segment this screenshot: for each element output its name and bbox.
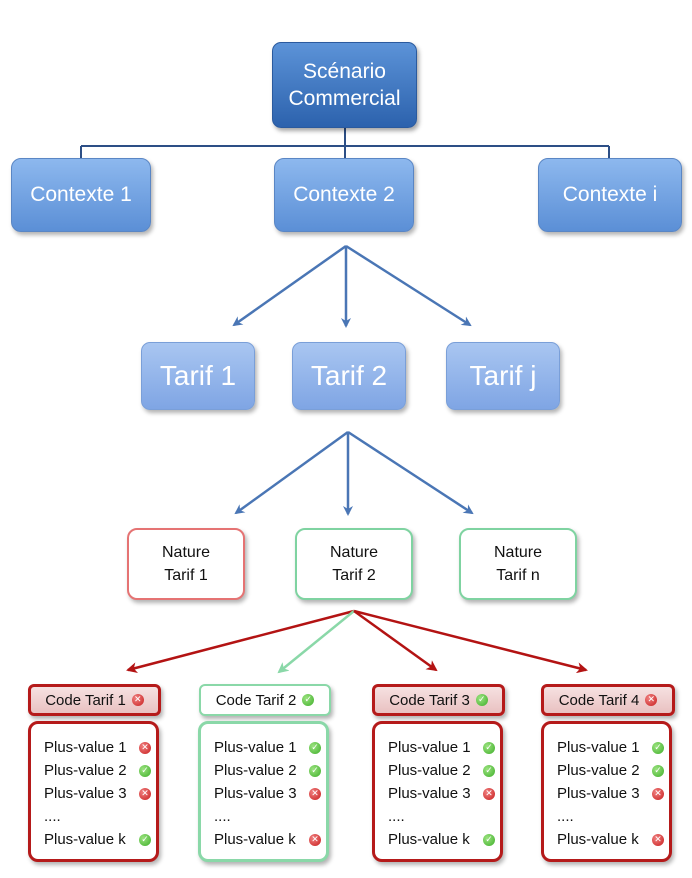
root-line2: Commercial — [288, 87, 401, 110]
plus-value-ellipsis: .... — [388, 808, 405, 825]
check-circle-icon: ✓ — [652, 741, 664, 754]
plus-value-row: .... — [44, 805, 156, 828]
cross-circle-icon: ✕ — [645, 694, 658, 706]
plus-value-row: Plus-value 1 ✓ — [557, 736, 669, 759]
cross-circle-icon: ✕ — [131, 694, 144, 706]
plus-value-list-1: Plus-value 1 ✕ Plus-value 2 ✓ Plus-value 3… — [28, 721, 159, 862]
plus-value-label: Plus-value k — [388, 831, 470, 848]
plus-value-label: Plus-value 1 — [214, 739, 297, 756]
contexte-node-2[interactable]: Contexte 2 — [274, 158, 414, 232]
check-circle-icon: ✓ — [309, 764, 321, 777]
plus-value-ellipsis: .... — [214, 808, 231, 825]
tree-lines — [80, 128, 610, 158]
plus-value-row: .... — [214, 805, 326, 828]
plus-value-list-4: Plus-value 1 ✓ Plus-value 2 ✓ Plus-value 3… — [541, 721, 672, 862]
check-circle-icon: ✓ — [309, 741, 321, 754]
plus-value-label: Plus-value k — [44, 831, 126, 848]
check-circle-icon: ✓ — [652, 764, 664, 777]
nature-line2: Tarif 2 — [332, 567, 376, 584]
cross-circle-icon: ✕ — [652, 833, 664, 846]
plus-value-row: Plus-value k ✕ — [214, 828, 326, 851]
check-circle-icon: ✓ — [483, 764, 495, 777]
arrows-to-tarifs — [232, 244, 472, 328]
nature-node-2[interactable]: Nature Tarif 2 — [295, 528, 413, 600]
nature-line2: Tarif 1 — [164, 567, 208, 584]
code-tarif-label: Code Tarif 3 — [389, 691, 470, 709]
plus-value-row: Plus-value 3 ✕ — [388, 782, 500, 805]
tarif-node-j[interactable]: Tarif j — [446, 342, 560, 410]
tarif-node-1[interactable]: Tarif 1 — [141, 342, 255, 410]
plus-value-label: Plus-value 2 — [388, 762, 471, 779]
check-circle-icon: ✓ — [475, 694, 488, 706]
plus-value-row: Plus-value 1 ✓ — [388, 736, 500, 759]
code-tarif-3[interactable]: Code Tarif 3 ✓ — [372, 684, 505, 716]
cross-circle-icon: ✕ — [483, 787, 495, 800]
check-circle-icon: ✓ — [483, 741, 495, 754]
plus-value-row: Plus-value 2 ✓ — [557, 759, 669, 782]
plus-value-label: Plus-value 1 — [44, 739, 127, 756]
check-circle-icon: ✓ — [302, 694, 315, 706]
tarif-node-2[interactable]: Tarif 2 — [292, 342, 406, 410]
plus-value-row: Plus-value k ✓ — [44, 828, 156, 851]
code-tarif-4[interactable]: Code Tarif 4 ✕ — [541, 684, 675, 716]
plus-value-list-2: Plus-value 1 ✓ Plus-value 2 ✓ Plus-value 3… — [198, 721, 329, 862]
plus-value-label: Plus-value 1 — [557, 739, 640, 756]
plus-value-label: Plus-value 1 — [388, 739, 471, 756]
root-node-scenario[interactable]: Scénario Commercial — [272, 42, 417, 128]
cross-circle-icon: ✕ — [309, 787, 321, 800]
nature-line2: Tarif n — [496, 567, 540, 584]
check-circle-icon: ✓ — [483, 833, 495, 846]
plus-value-row: Plus-value k ✓ — [388, 828, 500, 851]
plus-value-label: Plus-value 3 — [388, 785, 471, 802]
plus-value-row: Plus-value 1 ✓ — [214, 736, 326, 759]
plus-value-row: Plus-value 3 ✕ — [557, 782, 669, 805]
plus-value-label: Plus-value 3 — [557, 785, 640, 802]
plus-value-label: Plus-value k — [214, 831, 296, 848]
plus-value-list-3: Plus-value 1 ✓ Plus-value 2 ✓ Plus-value 3… — [372, 721, 503, 862]
plus-value-row: Plus-value 2 ✓ — [214, 759, 326, 782]
nature-line1: Nature — [161, 544, 211, 561]
cross-circle-icon: ✕ — [309, 833, 321, 846]
plus-value-row: Plus-value 3 ✕ — [214, 782, 326, 805]
plus-value-label: Plus-value 3 — [44, 785, 127, 802]
plus-value-row: Plus-value 1 ✕ — [44, 736, 156, 759]
plus-value-row: Plus-value 3 ✕ — [44, 782, 156, 805]
code-tarif-label: Code Tarif 1 — [45, 691, 126, 709]
plus-value-row: Plus-value k ✕ — [557, 828, 669, 851]
check-circle-icon: ✓ — [139, 833, 151, 846]
code-tarif-label: Code Tarif 4 — [558, 691, 640, 709]
cross-circle-icon: ✕ — [652, 787, 664, 800]
code-tarif-2[interactable]: Code Tarif 2 ✓ — [199, 684, 331, 716]
plus-value-ellipsis: .... — [44, 808, 61, 825]
plus-value-label: Plus-value 3 — [214, 785, 297, 802]
code-tarif-label: Code Tarif 2 — [215, 691, 297, 709]
plus-value-row: Plus-value 2 ✓ — [44, 759, 156, 782]
nature-line1: Nature — [493, 544, 543, 561]
nature-line1: Nature — [329, 544, 379, 561]
contexte-node-i[interactable]: Contexte i — [538, 158, 682, 232]
arrows-to-codes — [126, 609, 588, 674]
nature-node-1[interactable]: Nature Tarif 1 — [127, 528, 245, 600]
nature-node-n[interactable]: Nature Tarif n — [459, 528, 577, 600]
plus-value-row: .... — [557, 805, 669, 828]
plus-value-row: .... — [388, 805, 500, 828]
cross-circle-icon: ✕ — [139, 787, 151, 800]
arrows-to-natures — [234, 430, 474, 516]
plus-value-label: Plus-value 2 — [214, 762, 297, 779]
contexte-node-1[interactable]: Contexte 1 — [11, 158, 151, 232]
root-line1: Scénario — [303, 60, 386, 83]
check-circle-icon: ✓ — [139, 764, 151, 777]
code-tarif-1[interactable]: Code Tarif 1 ✕ — [28, 684, 161, 716]
plus-value-ellipsis: .... — [557, 808, 574, 825]
plus-value-label: Plus-value 2 — [44, 762, 127, 779]
cross-circle-icon: ✕ — [139, 741, 151, 754]
plus-value-label: Plus-value k — [557, 831, 639, 848]
plus-value-label: Plus-value 2 — [557, 762, 640, 779]
plus-value-row: Plus-value 2 ✓ — [388, 759, 500, 782]
